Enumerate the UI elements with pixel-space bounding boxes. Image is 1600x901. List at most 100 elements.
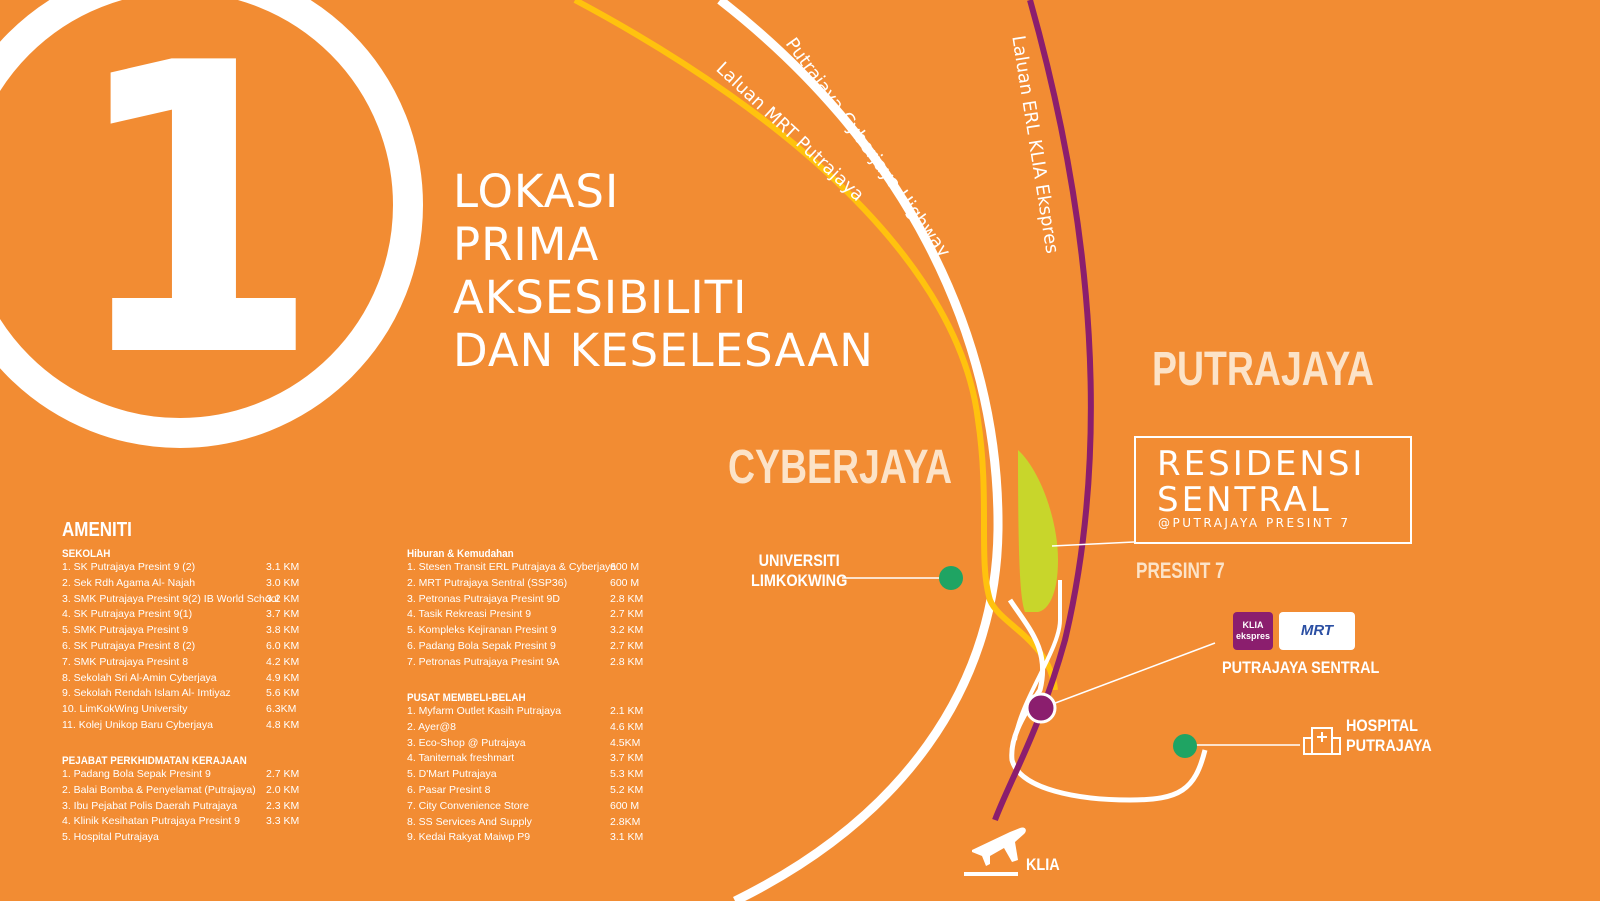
presint-label: PRESINT 7: [1136, 558, 1225, 583]
headline: LOKASI PRIMA AKSESIBILITI DAN KESELESAAN: [453, 165, 874, 377]
list-item: 6. Pasar Presint 8 5.2 KM: [407, 783, 643, 799]
item-distance: 3.8 KM: [266, 624, 300, 637]
item-name: 6. Pasar Presint 8: [407, 783, 491, 796]
item-distance: 5.2 KM: [610, 783, 644, 796]
residence-title-1: RESIDENSI: [1157, 444, 1366, 484]
list-item: 1. SK Putrajaya Presint 9 (2) 3.1 KM: [62, 560, 299, 576]
item-name: 2. Sek Rdh Agama Al- Najah: [62, 576, 196, 589]
item-distance: 6.3KM: [266, 703, 297, 716]
item-name: 2. MRT Putrajaya Sentral (SSP36): [407, 576, 568, 589]
big-number: 1: [70, 0, 321, 445]
item-name: 3. Petronas Putrajaya Presint 9D: [407, 592, 560, 605]
item-distance: 2.7 KM: [266, 768, 300, 780]
item-distance: 4.8 KM: [266, 718, 300, 731]
headline-line-1: LOKASI: [453, 165, 620, 218]
city-cyberjaya: CYBERJAYA: [728, 441, 953, 494]
list-item: 3. Petronas Putrajaya Presint 9D 2.8 KM: [407, 592, 643, 608]
number-circle: [0, 0, 423, 448]
item-distance: 3.7 KM: [266, 608, 300, 621]
hospital-icon: [1303, 727, 1341, 755]
item-name: 10. LimKokWing University: [62, 703, 188, 716]
item-distance: 2.0 KM: [266, 783, 300, 796]
mrt-line: [573, 0, 1058, 691]
item-name: 1. Stesen Transit ERL Putrajaya & Cyberj…: [407, 561, 617, 573]
list-item: 5. Hospital Putrajaya: [62, 830, 299, 846]
list-item: 1. Stesen Transit ERL Putrajaya & Cyberj…: [407, 560, 643, 576]
item-distance: 600 M: [610, 799, 640, 812]
list-item: 2. Sek Rdh Agama Al- Najah 3.0 KM: [62, 576, 299, 592]
list-item: 1. Myfarm Outlet Kasih Putrajaya 2.1 KM: [407, 704, 643, 720]
item-distance: 2.8 KM: [610, 655, 644, 668]
amenities-title: AMENITI: [62, 519, 132, 541]
item-distance: 3.2 KM: [266, 592, 300, 605]
hiburan-list: 1. Stesen Transit ERL Putrajaya & Cyberj…: [407, 560, 643, 671]
hospital-marker: [1173, 734, 1197, 758]
city-putrajaya: PUTRAJAYA: [1152, 343, 1374, 396]
item-distance: 3.2 KM: [610, 624, 644, 637]
list-item: 2. MRT Putrajaya Sentral (SSP36) 600 M: [407, 576, 643, 592]
item-name: 8. Sekolah Sri Al-Amin Cyberjaya: [62, 671, 217, 684]
item-name: 11. Kolej Unikop Baru Cyberjaya: [62, 718, 213, 731]
item-name: 4. Taniternak freshmart: [407, 752, 515, 765]
item-name: 3. Ibu Pejabat Polis Daerah Putrajaya: [62, 799, 238, 812]
item-distance: 600 M: [610, 576, 640, 589]
item-distance: 600 M: [610, 561, 640, 573]
list-item: 8. SS Services And Supply 2.8KM: [407, 815, 643, 831]
residence-connector: [1051, 541, 1135, 547]
pejabat-section: PEJABAT PERKHIDMATAN KERAJAAN 1. Padang …: [62, 755, 299, 846]
item-distance: 2.1 KM: [610, 705, 644, 717]
item-distance: 2.7 KM: [610, 639, 644, 652]
item-distance: 4.2 KM: [266, 655, 300, 668]
item-name: 9. Kedai Rakyat Maiwp P9: [407, 831, 531, 844]
item-name: 7. SMK Putrajaya Presint 8: [62, 655, 189, 668]
item-name: 1. SK Putrajaya Presint 9 (2): [62, 561, 196, 573]
item-distance: 3.1 KM: [266, 561, 300, 573]
uni-marker: [939, 566, 963, 590]
item-name: 6. Padang Bola Sepak Presint 9: [407, 639, 556, 652]
list-item: 4. Tasik Rekreasi Presint 9 2.7 KM: [407, 607, 643, 623]
pejabat-title: PEJABAT PERKHIDMATAN KERAJAAN: [62, 755, 247, 767]
item-name: 2. Balai Bomba & Penyelamat (Putrajaya): [62, 783, 256, 796]
list-item: 8. Sekolah Sri Al-Amin Cyberjaya 4.9 KM: [62, 671, 299, 687]
item-distance: 2.8KM: [610, 815, 641, 828]
item-distance: 3.3 KM: [266, 815, 300, 828]
list-item: 3. Ibu Pejabat Polis Daerah Putrajaya 2.3…: [62, 799, 299, 815]
item-name: 6. SK Putrajaya Presint 8 (2): [62, 639, 196, 652]
local-road: [1007, 598, 1208, 803]
item-distance: 2.3 KM: [266, 799, 300, 812]
item-distance: 2.7 KM: [610, 608, 644, 621]
item-name: 1. Myfarm Outlet Kasih Putrajaya: [407, 705, 562, 717]
item-distance: 6.0 KM: [266, 639, 300, 652]
item-name: 5. D'Mart Putrajaya: [407, 768, 497, 781]
airplane-icon: [964, 827, 1026, 876]
item-name: 4. Tasik Rekreasi Presint 9: [407, 608, 532, 621]
item-name: 4. Klinik Kesihatan Putrajaya Presint 9: [62, 815, 241, 828]
headline-line-3: AKSESIBILITI: [453, 271, 748, 324]
item-name: 3. SMK Putrajaya Presint 9(2) IB World S…: [62, 592, 279, 605]
item-distance: 3.0 KM: [266, 576, 300, 589]
hospital-label: HOSPITAL PUTRAJAYA: [1346, 716, 1432, 756]
list-item: 4. SK Putrajaya Presint 9(1)3.7 KM: [62, 607, 299, 623]
item-distance: 4.9 KM: [266, 671, 300, 684]
sentral-marker: [1025, 692, 1057, 724]
residence-box: [1134, 436, 1412, 544]
headline-line-2: PRIMA: [453, 218, 600, 271]
list-item: 7. SMK Putrajaya Presint 8 4.2 KM: [62, 655, 299, 671]
hiburan-section: Hiburan & Kemudahan 1. Stesen Transit ER…: [407, 548, 643, 671]
site-area: [1018, 450, 1058, 612]
item-distance: 4.6 KM: [610, 720, 644, 733]
item-name: 3. Eco-Shop @ Putrajaya: [407, 736, 526, 749]
item-distance: 2.8 KM: [610, 592, 644, 605]
item-name: 8. SS Services And Supply: [407, 815, 532, 828]
erl-line: [992, 0, 1094, 822]
sekolah-list: 1. SK Putrajaya Presint 9 (2) 3.1 KM 2. Se…: [62, 560, 299, 734]
klia-logo-bottom: ekspres: [1235, 631, 1271, 641]
item-name: 7. City Convenience Store: [407, 799, 529, 812]
